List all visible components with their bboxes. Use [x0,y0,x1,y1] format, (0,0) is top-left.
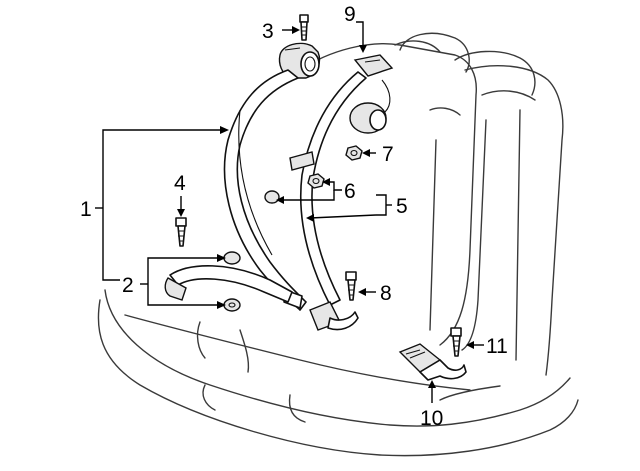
bolt-part-3 [299,14,309,41]
outer-belt-assembly [164,42,321,311]
bolt-part-8 [345,271,357,301]
center-belt-assembly [264,54,394,331]
callout-1: 1 [80,198,92,221]
callout-10: 10 [420,407,443,430]
callout-11: 11 [486,335,508,358]
callout-9: 9 [344,3,356,26]
callout-labels: 1 2 3 4 5 6 7 8 9 10 11 [80,3,508,430]
bolt-part-11 [450,327,462,357]
callout-7: 7 [382,143,394,166]
callout-2: 2 [122,274,134,297]
callout-4: 4 [174,172,186,195]
leader-lines [95,21,484,403]
nut-part-7 [345,145,363,161]
callout-6: 6 [344,180,356,203]
rear-seat-outline [97,32,579,457]
callout-5: 5 [396,195,408,218]
anchor-covers-part-2 [223,251,241,312]
callout-8: 8 [380,282,392,305]
callout-3: 3 [262,20,274,43]
bolt-part-4 [175,217,187,247]
nut-part-6 [307,173,325,189]
buckle-part-10 [398,343,467,381]
